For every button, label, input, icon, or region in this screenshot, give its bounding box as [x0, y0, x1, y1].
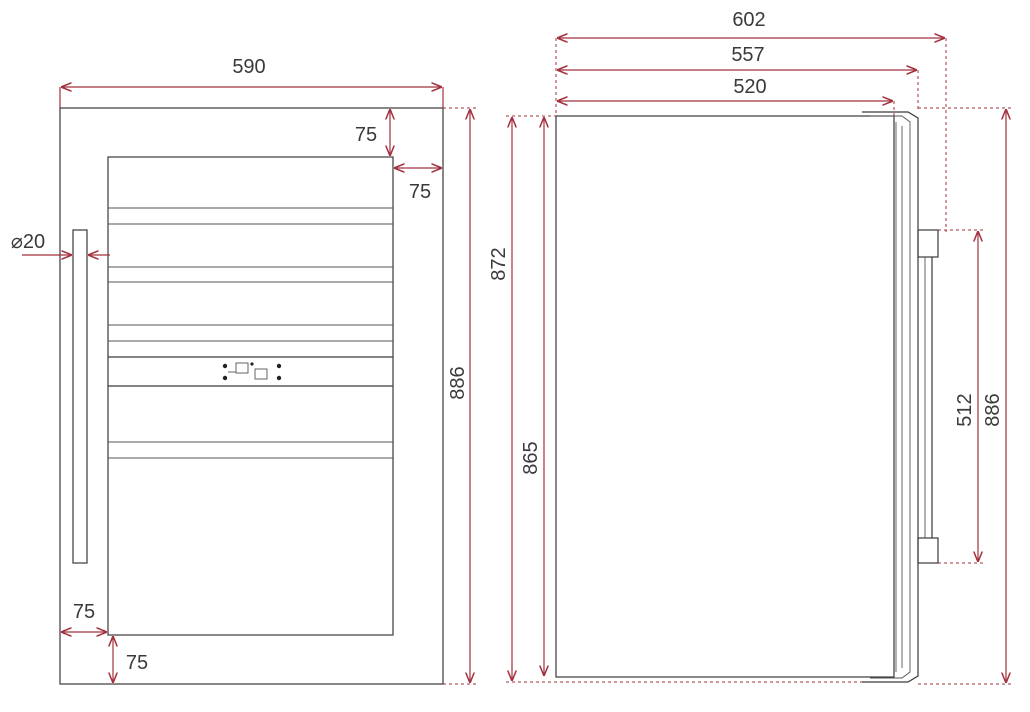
dimension-front-width: 590 — [59, 56, 444, 108]
dimension-handle-length: 512 — [938, 229, 986, 564]
label-overall-depth: 602 — [732, 9, 765, 31]
label-top-frame: 75 — [355, 124, 377, 146]
front-outer-frame — [59, 107, 444, 685]
dimension-overall-depth: 602 — [555, 9, 947, 232]
front-view: 590 75 75 ⌀20 75 75 — [11, 56, 478, 685]
dimension-handle-diameter: ⌀20 — [11, 231, 110, 255]
side-door-profile — [862, 111, 919, 683]
dimension-bottom-left-frame: 75 — [62, 601, 106, 632]
label-overall-height: 886 — [982, 393, 1004, 426]
label-bottom-frame: 75 — [126, 652, 148, 674]
label-bottom-left-frame: 75 — [73, 601, 95, 623]
side-handle-profile — [917, 229, 939, 564]
label-handle-diameter: ⌀20 — [11, 231, 45, 253]
label-depth-with-door: 557 — [731, 44, 764, 66]
dimension-side-frame: 75 — [395, 168, 441, 203]
dimension-front-height-872: 872 — [488, 115, 862, 683]
label-body-height: 865 — [520, 441, 542, 474]
dimension-top-frame: 75 — [355, 110, 390, 155]
side-view: 602 557 520 872 865 — [488, 9, 1014, 685]
dimension-bottom-frame: 75 — [113, 637, 148, 682]
side-cabinet-body — [555, 115, 895, 678]
door-handle — [72, 229, 88, 564]
dimension-depth-with-door: 557 — [558, 44, 919, 112]
dimension-overall-height: 886 — [918, 107, 1014, 685]
dimension-body-depth: 520 — [558, 76, 895, 116]
shelf-lines — [108, 207, 393, 459]
label-body-depth: 520 — [733, 76, 766, 98]
dimension-body-height: 865 — [520, 118, 544, 675]
front-glass-door — [107, 156, 394, 636]
label-front-height-872: 872 — [488, 247, 510, 280]
label-side-frame: 75 — [409, 181, 431, 203]
label-handle-length: 512 — [954, 393, 976, 426]
label-front-height: 886 — [447, 366, 469, 399]
label-front-width: 590 — [232, 56, 265, 78]
control-panel-icon — [222, 362, 282, 381]
dimension-front-height: 886 — [443, 107, 478, 685]
